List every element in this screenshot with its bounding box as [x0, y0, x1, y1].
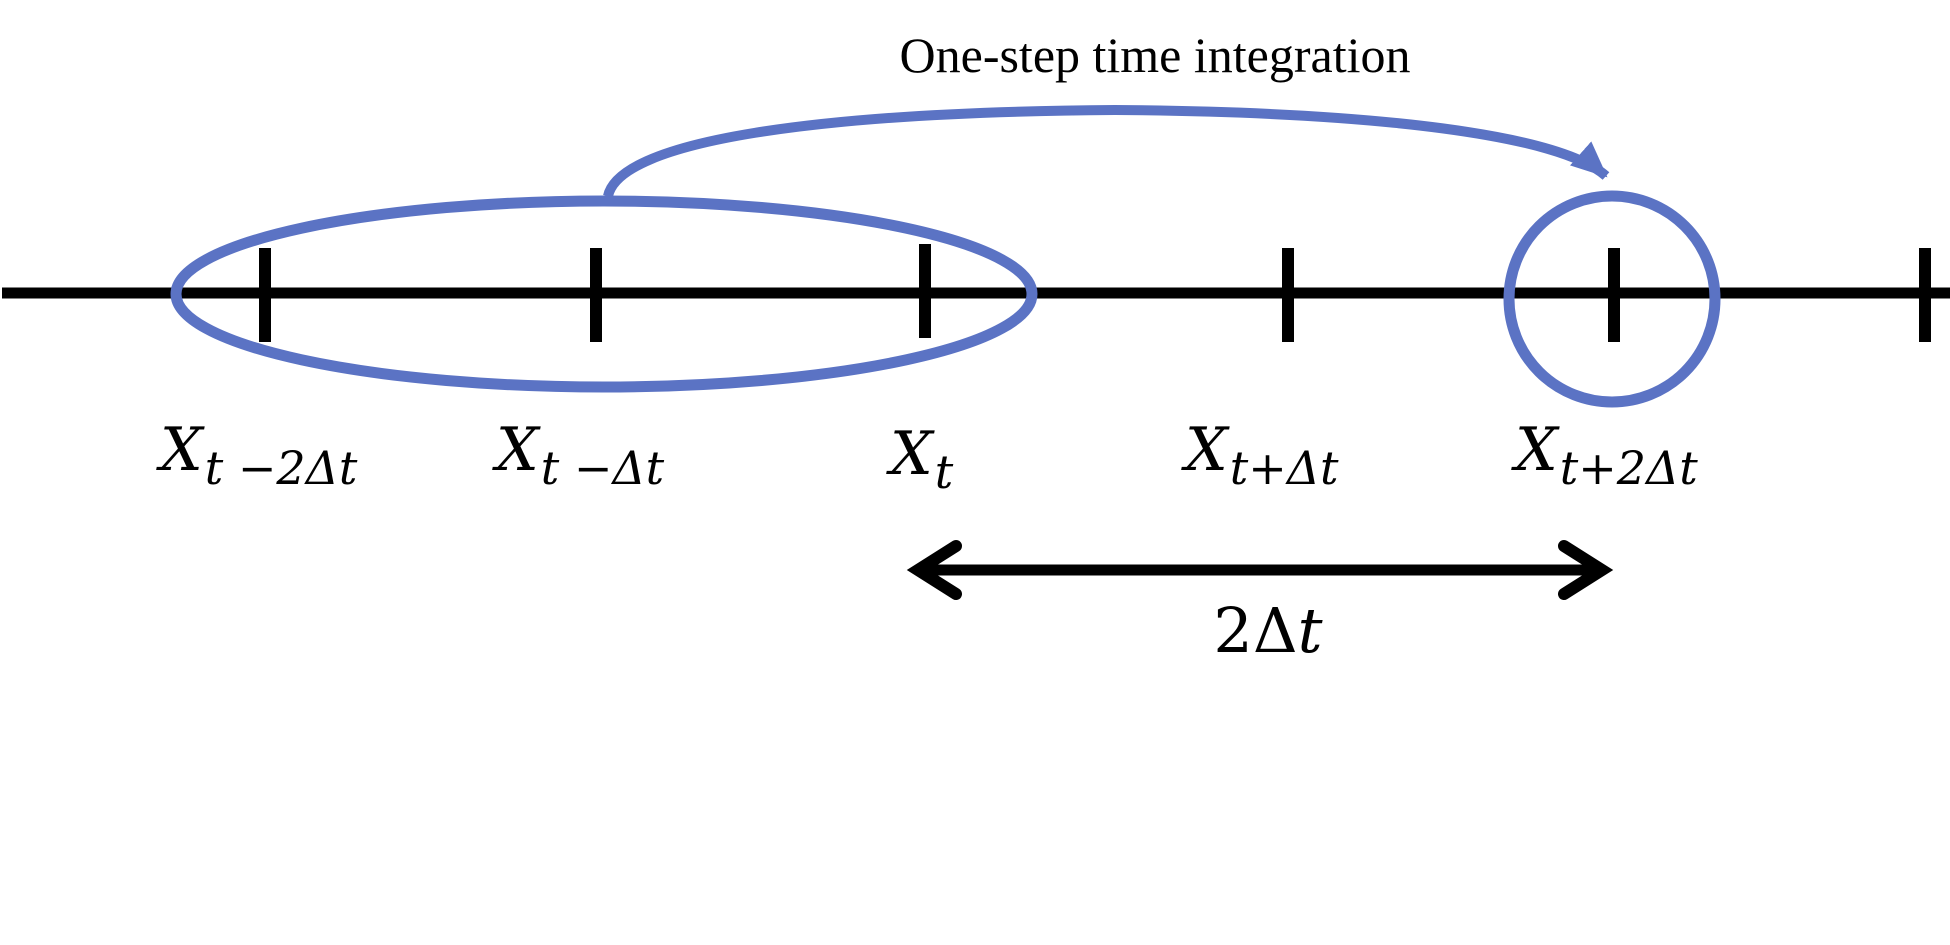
span-arrow-right-head [1558, 540, 1614, 600]
label-x-t: Xt [886, 419, 954, 499]
label-x-t-plus-dt: Xt+Δt [1181, 415, 1339, 495]
input-window-ellipse [170, 195, 1038, 393]
label-x-t-minus-dt: Xt −Δt [492, 415, 665, 495]
target-circle [1503, 190, 1721, 408]
label-x-t-plus-2dt: Xt+2Δt [1511, 415, 1698, 495]
span-label: 2Δt [1213, 594, 1322, 667]
caption-text: One-step time integration [900, 27, 1411, 83]
span-arrow-left-head [906, 540, 962, 600]
label-x-t-minus-2dt: Xt −2Δt [156, 415, 358, 495]
integration-arrow [603, 104, 1610, 198]
